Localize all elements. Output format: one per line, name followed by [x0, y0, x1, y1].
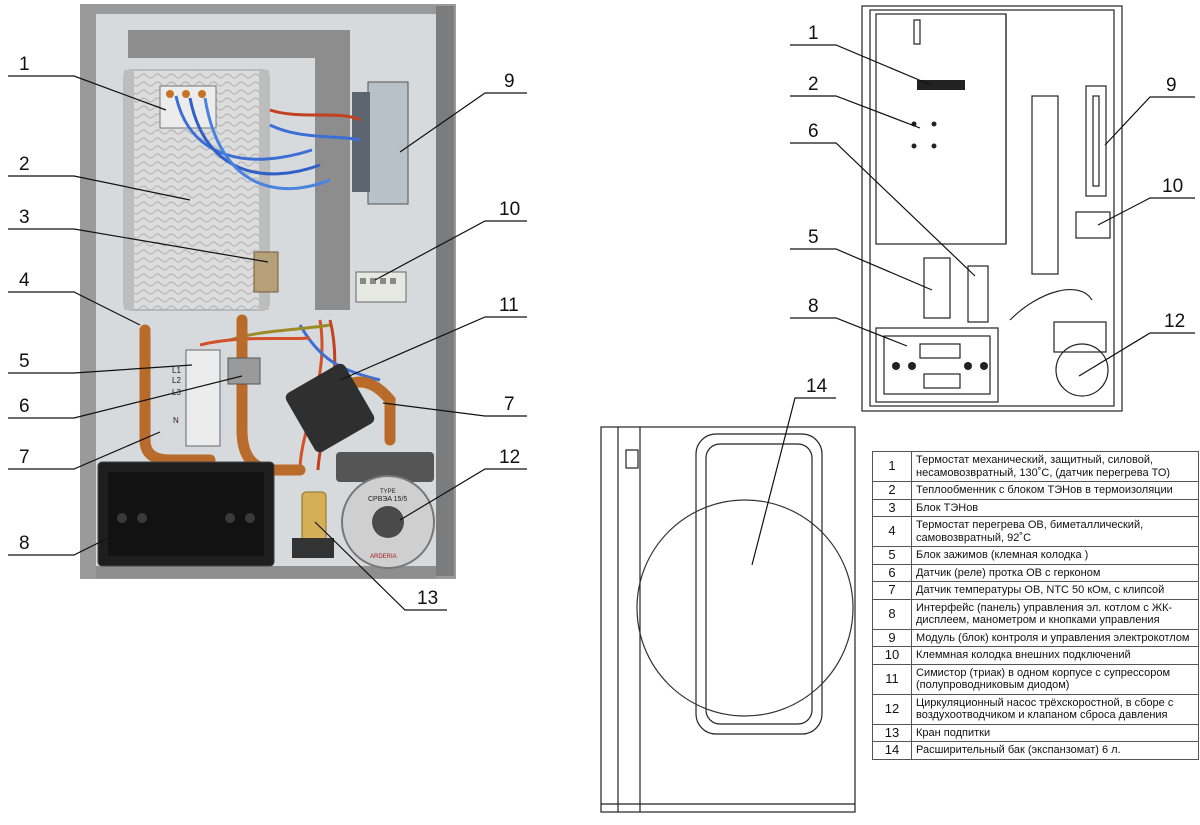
- legend-text: Симистор (триак) в одном корпусе с супре…: [911, 663, 1199, 695]
- pump-type-label: TYPE: [380, 489, 396, 495]
- circulation-pump: TYPE CPBЭA 15/5 ARDERIA: [336, 452, 435, 569]
- front-view-details: [892, 80, 988, 370]
- legend-number: 13: [872, 723, 912, 742]
- legend-number: 5: [872, 546, 912, 565]
- legend-number: 7: [872, 581, 912, 600]
- side-view-drawing: [600, 426, 856, 813]
- callout-5: 5: [19, 351, 30, 372]
- front-view-drawing: [861, 5, 1123, 412]
- photo-bracket: [128, 30, 350, 58]
- pump-model-label: CPBЭA 15/5: [368, 496, 407, 503]
- fill-valve: [301, 491, 327, 543]
- legend-text: Блок зажимов (клемная колодка ): [911, 546, 1199, 565]
- flow-sensor: [227, 357, 261, 385]
- legend-text: Датчик температуры ОВ, NTC 50 кОм, с кли…: [911, 581, 1199, 600]
- legend-number: 8: [872, 598, 912, 630]
- leader-lines: [8, 44, 1195, 611]
- legend-text: Термостат механический, защитный, силово…: [911, 451, 1199, 482]
- legend-number: 10: [872, 646, 912, 665]
- callout-6: 6: [808, 121, 819, 142]
- callout-1: 1: [808, 23, 819, 44]
- callout-10: 10: [1162, 176, 1183, 197]
- terminal-label: N: [173, 416, 179, 425]
- callout-1: 1: [19, 54, 30, 75]
- legend-text: Теплообменник с блоком ТЭНов в термоизол…: [911, 481, 1199, 500]
- legend-text: Расширительный бак (экспанзомат) 6 л.: [911, 741, 1199, 760]
- control-panel-buttons: [117, 513, 255, 523]
- callout-10: 10: [499, 199, 520, 220]
- legend-number: 9: [872, 628, 912, 647]
- callout-8: 8: [808, 296, 819, 317]
- legend-text: Модуль (блок) контроля и управления элек…: [911, 628, 1199, 647]
- legend-number: 14: [872, 741, 912, 760]
- legend-number: 12: [872, 693, 912, 725]
- callout-9: 9: [504, 71, 515, 92]
- pump-brand-label: ARDERIA: [370, 554, 397, 560]
- callout-14: 14: [806, 376, 828, 397]
- legend-text: Термостат перегрева ОВ, биметаллический,…: [911, 516, 1199, 547]
- terminal-label: L2: [172, 376, 181, 385]
- triac-module: [285, 363, 375, 453]
- legend-number: 6: [872, 563, 912, 582]
- callout-3: 3: [19, 207, 30, 228]
- callout-6: 6: [19, 396, 30, 417]
- power-terminal-strip: [185, 349, 221, 447]
- callout-11: 11: [499, 295, 519, 316]
- callout-2: 2: [19, 154, 30, 175]
- legend-text: Клеммная колодка внешних подключений: [911, 646, 1199, 665]
- callout-9: 9: [1166, 75, 1177, 96]
- heating-element-block: [253, 251, 279, 293]
- photo-bracket-leg: [315, 30, 350, 310]
- legend-number: 3: [872, 498, 912, 517]
- callout-7-right: 7: [504, 394, 515, 415]
- callout-2: 2: [808, 74, 819, 95]
- fill-valve-base: [292, 538, 334, 558]
- callouts-photo: 1 2 3 4 5 6 7 7 8 9 10 11 12 13: [19, 54, 520, 609]
- legend-number: 11: [872, 663, 912, 695]
- photo-bottom-edge: [96, 566, 436, 578]
- callout-13: 13: [417, 588, 438, 609]
- legend-text: Блок ТЭНов: [911, 498, 1199, 517]
- callout-8: 8: [19, 533, 30, 554]
- photo-right-wall: [436, 6, 454, 576]
- control-module: [367, 81, 409, 205]
- callout-12: 12: [499, 447, 520, 468]
- control-panel-face: [108, 472, 264, 556]
- thermostat-contacts: [166, 90, 206, 98]
- callout-12: 12: [1164, 311, 1185, 332]
- legend-text: Датчик (реле) протка ОВ с герконом: [911, 563, 1199, 582]
- boiler-photo: L1 L2 L3 N TYPE CPBЭA 15/5 ARDERIA: [80, 4, 456, 579]
- terminal-screws: [360, 278, 396, 284]
- callout-5: 5: [808, 227, 819, 248]
- legend-text: Кран подпитки: [911, 723, 1199, 742]
- callout-4: 4: [19, 270, 30, 291]
- callout-7-left: 7: [19, 447, 30, 468]
- callouts-drawing: 1 2 6 5 8 9 10 12 14: [806, 23, 1185, 397]
- legend-number: 4: [872, 516, 912, 547]
- legend-number: 2: [872, 481, 912, 500]
- wiring: [174, 95, 381, 471]
- heat-exchanger: [123, 69, 270, 311]
- control-module-connectors: [352, 92, 370, 192]
- legend-text: Интерфейс (панель) управления эл. котлом…: [911, 598, 1199, 630]
- terminal-label: L1: [172, 366, 181, 375]
- legend-number: 1: [872, 451, 912, 482]
- legend-text: Циркуляционный насос трёхскоростной, в с…: [911, 693, 1199, 725]
